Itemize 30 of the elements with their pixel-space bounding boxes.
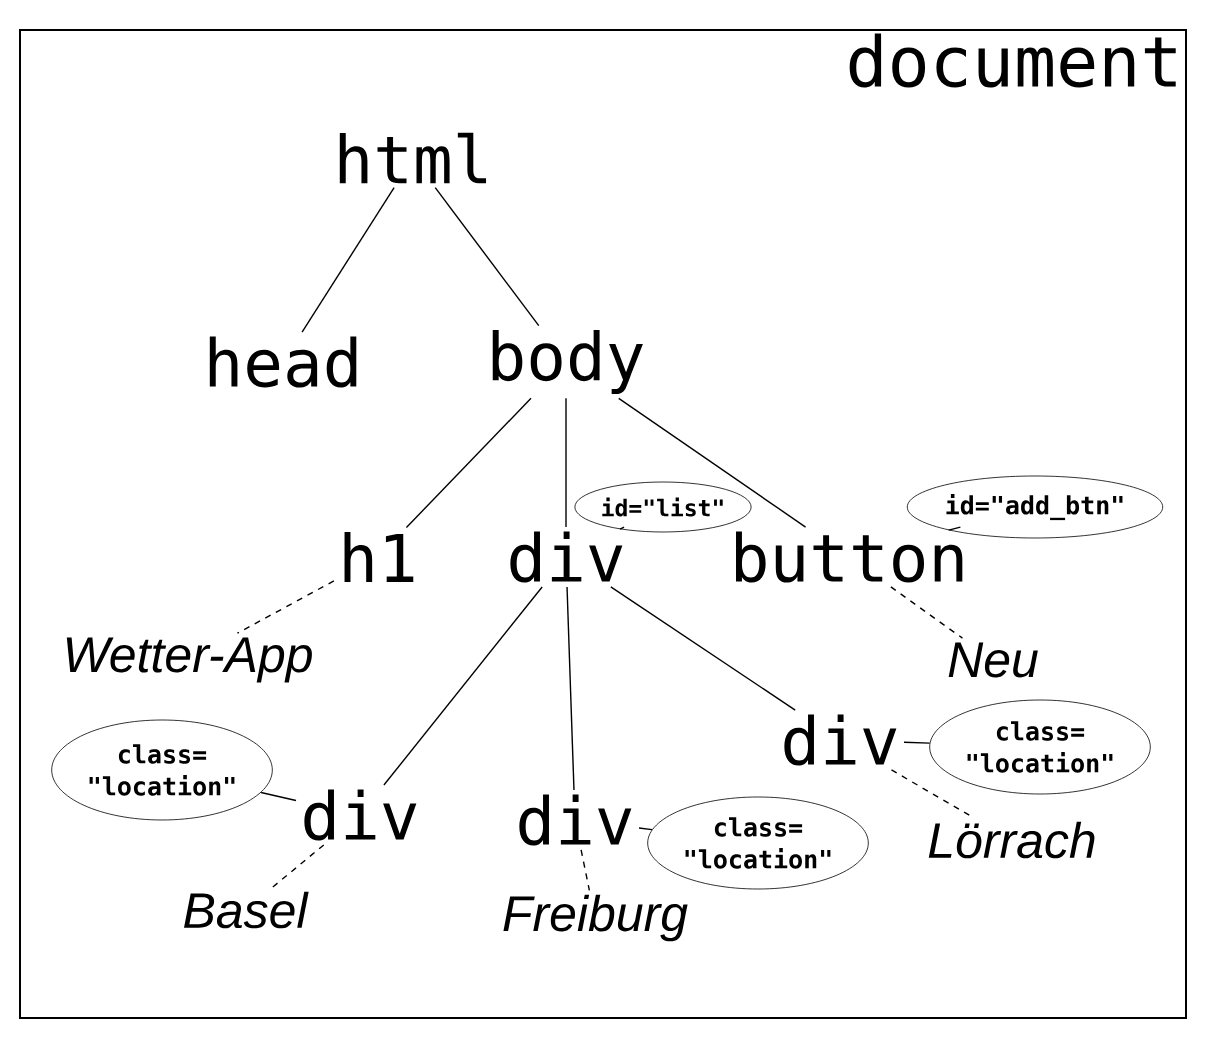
- tree-line: [903, 741, 931, 744]
- tree-line: [610, 586, 796, 711]
- dashed-link: [236, 580, 335, 634]
- element-name: div: [304, 789, 417, 841]
- element-name: div: [510, 531, 623, 583]
- text-content: Neu: [948, 642, 1038, 678]
- dashed-link: [890, 586, 964, 639]
- tree-line: [405, 397, 532, 529]
- tree-line: [434, 186, 540, 327]
- tree-line: [618, 397, 807, 528]
- tree-line: [619, 526, 625, 530]
- tree-line: [383, 586, 543, 786]
- tree-line: [565, 397, 567, 528]
- element-name: h1: [344, 531, 414, 583]
- dashed-link: [271, 844, 325, 888]
- tree-line: [566, 586, 575, 791]
- tree-line: [948, 526, 962, 531]
- text-content: Lörrach: [928, 821, 1095, 859]
- element-name: html: [339, 132, 487, 184]
- tree-line: [301, 186, 395, 333]
- tree-line: [638, 827, 653, 831]
- element-name: head: [209, 336, 357, 388]
- tree-line: [260, 791, 297, 802]
- dashed-link: [580, 849, 591, 891]
- text-content: Freiburg: [503, 894, 688, 942]
- element-name: div: [519, 794, 632, 846]
- text-content: Wetter-App: [66, 637, 312, 683]
- text-content: Basel: [184, 891, 309, 929]
- element-name: div: [784, 714, 897, 766]
- element-name: body: [492, 330, 643, 394]
